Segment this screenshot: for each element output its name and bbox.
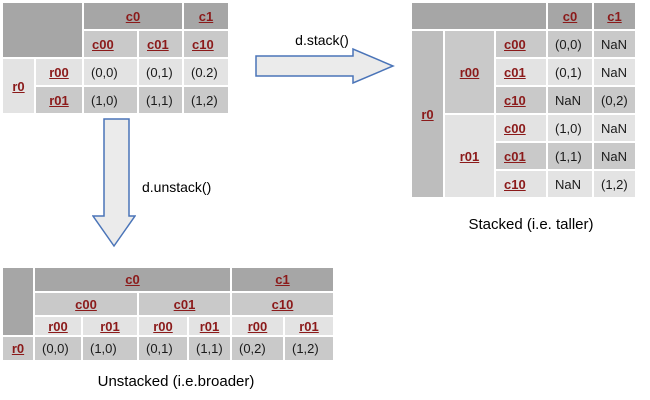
stacked-value-r01-c10-c1: (1,2)	[594, 171, 635, 197]
original-col-subheader-c00: c00	[84, 31, 137, 57]
stacked-row-group-r01: r01	[445, 115, 494, 197]
unstacked-row-header-r0: r0	[3, 337, 33, 360]
table-row: c10 NaN (1,2)	[412, 171, 635, 197]
original-value-r00-c10: (0.2)	[184, 59, 228, 85]
stacked-value-r00-c00-c0: (0,0)	[548, 31, 592, 57]
unstacked-col-header-c1: c1	[232, 268, 333, 291]
original-value-r01-c00: (1,0)	[84, 87, 137, 113]
unstacked-col-header-c0: c0	[35, 268, 230, 291]
stacked-value-r00-c01-c0: (0,1)	[548, 59, 592, 85]
stacked-corner-blank	[412, 3, 546, 29]
stacked-dataframe-table: c0 c1 r0 r00 c00 (0,0) NaN c01 (0,1) NaN…	[410, 1, 637, 199]
unstacked-caption: Unstacked (i.e.broader)	[97, 373, 255, 390]
stacked-row-header-r00-c01: c01	[496, 59, 546, 85]
unstacked-value-4: (1,1)	[189, 337, 230, 360]
unstack-down-arrow-icon	[92, 118, 136, 248]
stacked-row-group-r00: r00	[445, 31, 494, 113]
unstacked-col-subheader-c01: c01	[139, 293, 230, 315]
original-row-group-r0: r0	[3, 59, 34, 113]
stacked-row-group-r0: r0	[412, 31, 443, 197]
unstacked-value-1: (0,0)	[35, 337, 81, 360]
unstacked-col-leaf-6: r01	[285, 317, 333, 335]
table-row: c01 (0,1) NaN	[412, 59, 635, 85]
table-row: r0 r00 c00 (0,0) NaN	[412, 31, 635, 197]
original-row-header-r01: r01	[36, 87, 82, 113]
original-col-subheader-c10: c10	[184, 31, 228, 57]
original-value-r00-c00: (0,0)	[84, 59, 137, 85]
table-row: r01 (1,0) (1,1) (1,2)	[3, 87, 228, 113]
stacked-row-header-r01-c01: c01	[496, 143, 546, 169]
unstacked-value-2: (1,0)	[83, 337, 137, 360]
unstacked-corner-blank	[3, 268, 33, 335]
unstacked-col-subheader-c10: c10	[232, 293, 333, 315]
table-row: c10 NaN (0,2)	[412, 87, 635, 113]
stacked-col-header-c0: c0	[548, 3, 592, 29]
stacked-row-header-r00-c00: c00	[496, 31, 546, 57]
stacked-value-r00-c10-c1: (0,2)	[594, 87, 635, 113]
unstack-arrow-label: d.unstack()	[142, 179, 212, 195]
stacked-value-r01-c00-c1: NaN	[594, 115, 635, 141]
unstacked-col-subheader-c00: c00	[35, 293, 137, 315]
table-row: c01 (1,1) NaN	[412, 143, 635, 169]
original-corner-blank	[3, 3, 82, 57]
original-dataframe-table: c0 c1 c00 c01 c10 r0 r00 (0,0) (0,1) (0.…	[1, 1, 230, 115]
table-row: r0 (0,0) (1,0) (0,1) (1,1) (0,2) (1,2)	[3, 337, 333, 360]
stacked-value-r01-c01-c0: (1,1)	[548, 143, 592, 169]
original-row-header-r00: r00	[36, 59, 82, 85]
stacked-value-r00-c01-c1: NaN	[594, 59, 635, 85]
unstacked-value-3: (0,1)	[139, 337, 187, 360]
stacked-value-r01-c10-c0: NaN	[548, 171, 592, 197]
unstacked-col-leaf-1: r00	[35, 317, 81, 335]
unstacked-col-leaf-4: r01	[189, 317, 230, 335]
original-col-header-c1: c1	[184, 3, 228, 29]
stacked-value-r00-c00-c1: NaN	[594, 31, 635, 57]
original-value-r01-c10: (1,2)	[184, 87, 228, 113]
stack-right-arrow-icon	[255, 47, 395, 85]
original-col-subheader-c01: c01	[139, 31, 182, 57]
original-col-header-c0: c0	[84, 3, 182, 29]
original-value-r00-c01: (0,1)	[139, 59, 182, 85]
stacked-value-r01-c01-c1: NaN	[594, 143, 635, 169]
unstacked-col-leaf-3: r00	[139, 317, 187, 335]
unstacked-col-leaf-2: r01	[83, 317, 137, 335]
table-row: r01 c00 (1,0) NaN	[412, 115, 635, 197]
unstacked-dataframe-table: c0 c1 c00 c01 c10 r00 r01 r00 r01 r00 r0…	[1, 266, 335, 362]
stacked-row-header-r01-c00: c00	[496, 115, 546, 141]
unstacked-value-6: (1,2)	[285, 337, 333, 360]
unstacked-value-5: (0,2)	[232, 337, 283, 360]
unstacked-col-leaf-5: r00	[232, 317, 283, 335]
stacked-row-header-r00-c10: c10	[496, 87, 546, 113]
original-value-r01-c01: (1,1)	[139, 87, 182, 113]
stacked-value-r00-c10-c0: NaN	[548, 87, 592, 113]
stacked-caption: Stacked (i.e. taller)	[468, 216, 594, 233]
stacked-row-header-r01-c10: c10	[496, 171, 546, 197]
stack-arrow-label: d.stack()	[295, 32, 349, 48]
stacked-value-r01-c00-c0: (1,0)	[548, 115, 592, 141]
table-row: r0 r00 (0,0) (0,1) (0.2)	[3, 59, 228, 113]
stacked-col-header-c1: c1	[594, 3, 635, 29]
